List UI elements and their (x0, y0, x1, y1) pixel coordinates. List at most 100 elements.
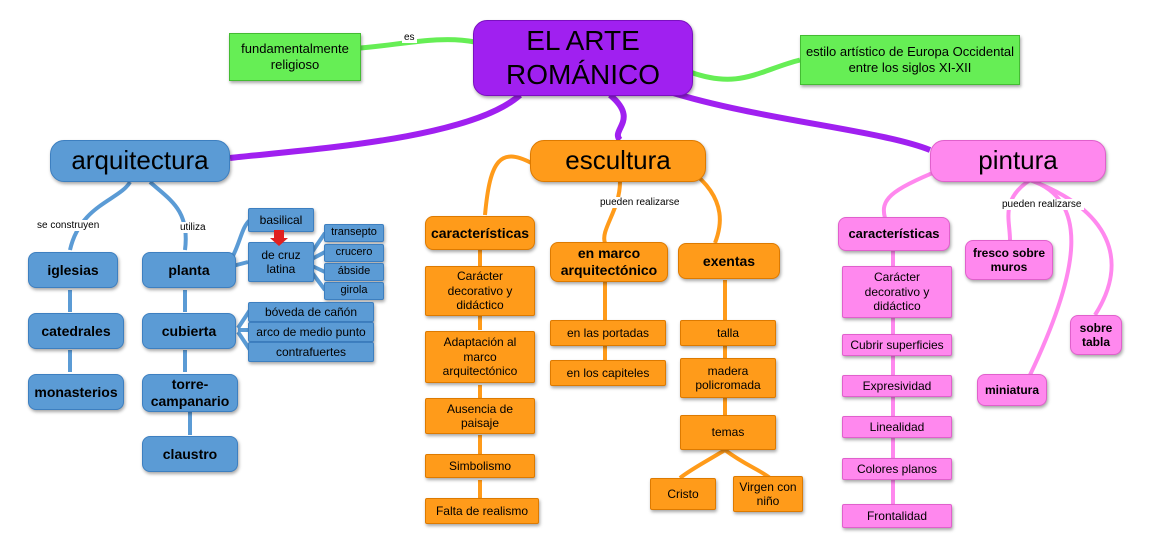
esc-madera[interactable]: madera policromada (680, 358, 776, 398)
pin-fresco[interactable]: fresco sobre muros (965, 240, 1053, 280)
label-es: es (402, 32, 417, 43)
arq-boveda-text: bóveda de cañón (264, 304, 358, 319)
esc-feature-5-text: Falta de realismo (435, 503, 529, 518)
arq-cubierta-text: cubierta (161, 322, 217, 339)
arrow-down-icon (274, 230, 284, 238)
definition-religioso[interactable]: fundamentalmente religioso (229, 33, 361, 81)
pin-miniatura-text: miniatura (984, 382, 1039, 397)
arquitectura-title: arquitectura (71, 145, 209, 176)
pin-caracteristicas-text: características (848, 226, 940, 242)
arquitectura-node[interactable]: arquitectura (50, 140, 230, 182)
pin-fresco-text: fresco sobre muros (972, 245, 1046, 274)
pin-feature-5-text: Colores planos (856, 461, 938, 476)
arq-monasterios-text: monasterios (34, 383, 118, 400)
arq-torre-text: torre-campanario (150, 376, 230, 409)
pin-feature-1-text: Carácter decorativo y didáctico (864, 270, 930, 314)
esc-capiteles[interactable]: en los capiteles (550, 360, 666, 386)
root-title[interactable]: EL ARTE ROMÁNICO (473, 20, 693, 96)
arq-arco[interactable]: arco de medio punto (248, 322, 374, 342)
arrow-head-icon (270, 238, 288, 246)
root-title-text: EL ARTE ROMÁNICO (506, 25, 660, 90)
arq-torre-campanario[interactable]: torre-campanario (142, 374, 238, 412)
esc-caracteristicas-text: características (430, 224, 530, 241)
arq-iglesias-text: iglesias (47, 261, 99, 278)
label-utiliza: utiliza (178, 222, 208, 233)
arq-boveda[interactable]: bóveda de cañón (248, 302, 374, 322)
esc-temas-text: temas (711, 425, 745, 440)
esc-caracteristicas[interactable]: características (425, 216, 535, 250)
pin-feature-1[interactable]: Carácter decorativo y didáctico (842, 266, 952, 318)
pin-tabla[interactable]: sobre tabla (1070, 315, 1122, 355)
esc-marco[interactable]: en marco arquitectónico (550, 242, 668, 282)
arq-girola[interactable]: girola (324, 282, 384, 300)
esc-feature-3[interactable]: Ausencia de paisaje (425, 398, 535, 434)
esc-capiteles-text: en los capiteles (566, 365, 650, 380)
escultura-node[interactable]: escultura (530, 140, 706, 182)
arq-abside-text: ábside (337, 265, 371, 278)
arq-basilical[interactable]: basilical (248, 208, 314, 232)
esc-feature-4-text: Simbolismo (448, 458, 511, 473)
pin-feature-5[interactable]: Colores planos (842, 458, 952, 480)
esc-talla-text: talla (716, 325, 739, 340)
esc-talla[interactable]: talla (680, 320, 776, 346)
pin-tabla-text: sobre tabla (1079, 320, 1113, 349)
pin-feature-6-text: Frontalidad (866, 508, 928, 523)
arq-transepto-text: transepto (331, 226, 377, 239)
esc-virgen[interactable]: Virgen con niño (733, 476, 803, 512)
arq-claustro[interactable]: claustro (142, 436, 238, 472)
esc-cristo[interactable]: Cristo (650, 478, 716, 510)
pin-miniatura[interactable]: miniatura (977, 374, 1047, 406)
esc-feature-4[interactable]: Simbolismo (425, 454, 535, 478)
esc-exentas-text: exentas (702, 252, 756, 269)
pin-caracteristicas[interactable]: características (838, 217, 950, 251)
escultura-title: escultura (565, 145, 671, 176)
pintura-title: pintura (978, 145, 1058, 176)
arq-abside[interactable]: ábside (324, 263, 384, 281)
arq-transepto[interactable]: transepto (324, 224, 384, 242)
arq-basilical-text: basilical (259, 212, 303, 227)
arq-iglesias[interactable]: iglesias (28, 252, 118, 288)
pin-feature-4-text: Linealidad (869, 419, 925, 434)
esc-marco-text: en marco arquitectónico (560, 245, 658, 278)
arq-contrafuertes-text: contrafuertes (275, 344, 347, 359)
esc-exentas[interactable]: exentas (678, 243, 780, 279)
esc-portadas-text: en las portadas (566, 325, 650, 340)
arq-cruz-text: de cruz latina (261, 247, 301, 276)
arq-planta[interactable]: planta (142, 252, 236, 288)
arq-arco-text: arco de medio punto (256, 324, 366, 339)
pin-feature-6[interactable]: Frontalidad (842, 504, 952, 528)
label-pin-realizarse: pueden realizarse (1000, 199, 1084, 210)
pintura-node[interactable]: pintura (930, 140, 1106, 182)
pin-feature-3-text: Expresividad (862, 378, 932, 393)
pin-feature-3[interactable]: Expresividad (842, 375, 952, 397)
esc-cristo-text: Cristo (667, 486, 699, 501)
arq-catedrales-text: catedrales (41, 322, 111, 339)
esc-feature-1[interactable]: Carácter decorativo y didáctico (425, 266, 535, 316)
pin-feature-4[interactable]: Linealidad (842, 416, 952, 438)
esc-feature-1-text: Carácter decorativo y didáctico (447, 269, 513, 313)
pin-feature-2-text: Cubrir superficies (850, 337, 944, 352)
esc-virgen-text: Virgen con niño (739, 479, 797, 508)
definition-estilo-text: estilo artístico de Europa Occidental en… (805, 44, 1015, 75)
arq-cruz-latina[interactable]: de cruz latina (248, 242, 314, 282)
esc-feature-5[interactable]: Falta de realismo (425, 498, 539, 524)
esc-feature-3-text: Ausencia de paisaje (446, 401, 514, 430)
esc-temas[interactable]: temas (680, 415, 776, 450)
arq-claustro-text: claustro (162, 445, 218, 462)
pin-feature-2[interactable]: Cubrir superficies (842, 334, 952, 356)
esc-madera-text: madera policromada (695, 363, 761, 392)
arq-monasterios[interactable]: monasterios (28, 374, 124, 410)
esc-portadas[interactable]: en las portadas (550, 320, 666, 346)
label-esc-realizarse: pueden realizarse (598, 197, 682, 208)
arq-planta-text: planta (168, 261, 210, 278)
arq-catedrales[interactable]: catedrales (28, 313, 124, 349)
arq-crucero-text: crucero (335, 246, 373, 259)
arq-crucero[interactable]: crucero (324, 244, 384, 262)
definition-estilo[interactable]: estilo artístico de Europa Occidental en… (800, 35, 1020, 85)
esc-feature-2[interactable]: Adaptación al marco arquitectónico (425, 331, 535, 383)
label-se-construyen: se construyen (35, 220, 102, 231)
arq-contrafuertes[interactable]: contrafuertes (248, 342, 374, 362)
arq-cubierta[interactable]: cubierta (142, 313, 236, 349)
definition-religioso-text: fundamentalmente religioso (241, 41, 349, 72)
